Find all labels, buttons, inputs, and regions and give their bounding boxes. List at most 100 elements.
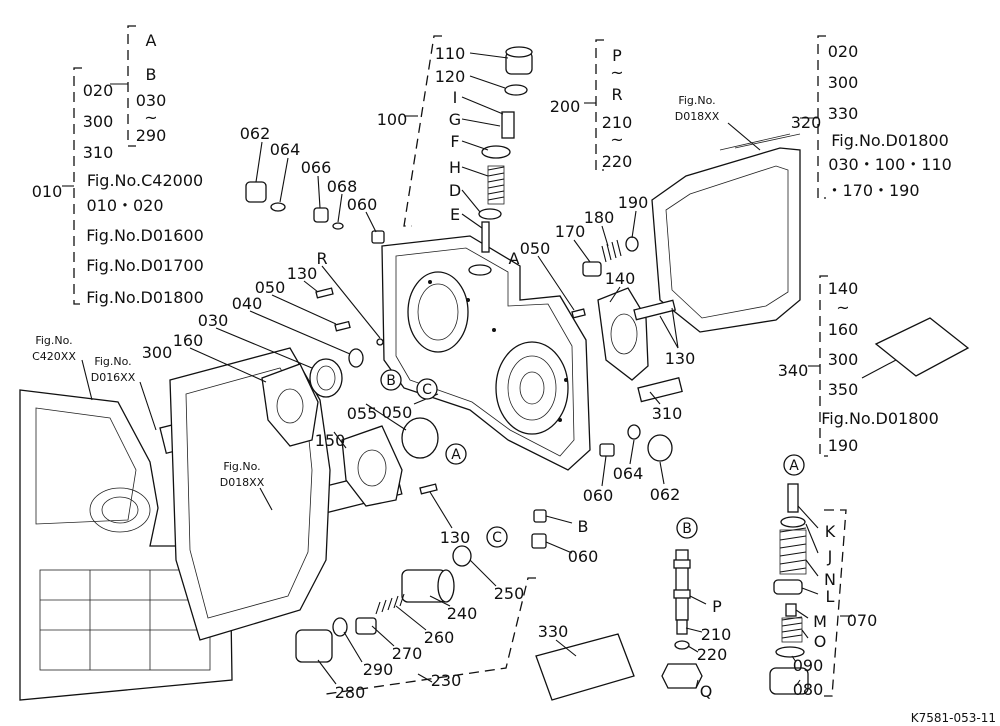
callout-label: G: [449, 110, 461, 129]
callout-label: Q: [700, 682, 713, 701]
callout-label: 290: [136, 126, 167, 145]
rear-transmission-case: [651, 133, 801, 333]
callout-label: 010: [32, 182, 63, 201]
circle-outline: [380, 369, 402, 391]
callout-label: B: [578, 517, 589, 536]
callout-label: 050: [520, 239, 551, 258]
callout-label: 050: [255, 278, 286, 297]
callout-label: M: [813, 612, 827, 631]
callout-label: 220: [697, 645, 728, 664]
callout-label: 090: [793, 656, 824, 675]
callout-label: 064: [270, 140, 301, 159]
gasket-140: [597, 287, 649, 381]
callout-label: 220: [602, 152, 633, 171]
callout-label: R: [611, 85, 622, 104]
callout-label: L: [826, 587, 835, 606]
callout-label: P: [612, 46, 622, 65]
callout-label: 062: [240, 124, 271, 143]
right-fittings: [599, 424, 673, 462]
part-callouts: AB030~290020300310Fig.No.C42000010010・02…: [32, 31, 952, 702]
bushing-055: [401, 417, 439, 459]
callout-label: ・170・190: [826, 181, 919, 200]
leader-lines: [81, 52, 897, 689]
circled-letter: B: [676, 517, 698, 539]
callout-label: 064: [613, 464, 644, 483]
callout-label: 110: [435, 44, 466, 63]
callout-label: 300: [142, 343, 173, 362]
callout-label: 200: [550, 97, 581, 116]
group-braces: [62, 25, 852, 697]
callout-label: 080: [793, 680, 824, 699]
callout-label: 150: [315, 431, 346, 450]
callout-label: Fig.No.C42000: [87, 171, 203, 190]
callout-label: 190: [618, 193, 649, 212]
callout-label: 140: [605, 269, 636, 288]
callout-label: K: [825, 522, 836, 541]
callout-label: 330: [828, 104, 859, 123]
callout-label: 230: [431, 671, 462, 690]
callout-label: 130: [440, 528, 471, 547]
circled-letter-text: B: [682, 521, 692, 537]
callout-label: N: [824, 570, 836, 589]
callout-label: Fig.No.D01700: [86, 256, 204, 275]
callout-label: 350: [828, 380, 859, 399]
circle-outline: [486, 526, 508, 548]
callout-label: 060: [568, 547, 599, 566]
center-housing: [381, 235, 591, 471]
callout-label: 290: [363, 660, 394, 679]
callout-label: B: [146, 65, 157, 84]
callout-label: 100: [377, 110, 408, 129]
front-transmission-case: [19, 389, 233, 701]
circled-letter-text: A: [451, 447, 461, 463]
callout-label: 068: [327, 177, 358, 196]
circled-letter-text: C: [492, 530, 502, 546]
relief-valve-230: [295, 545, 472, 663]
reference-sheet-340: [874, 317, 970, 377]
figure-reference-label: Fig.No.: [678, 94, 715, 107]
callout-label: 066: [301, 158, 332, 177]
figure-reference-label: D016XX: [91, 371, 136, 384]
callout-label: 050: [382, 403, 413, 422]
callout-label: 320: [791, 113, 822, 132]
callout-label: 070: [847, 611, 878, 630]
callout-label: ~: [610, 130, 623, 149]
callout-label: 055: [347, 404, 378, 423]
callout-label: 300: [828, 73, 859, 92]
callout-label: I: [453, 88, 458, 107]
callout-label: 210: [701, 625, 732, 644]
callout-label: 020: [83, 81, 114, 100]
callout-label: 020: [828, 42, 859, 61]
callout-label: 300: [828, 350, 859, 369]
circle-outline: [783, 454, 805, 476]
circle-outline: [445, 443, 467, 465]
circled-letter: B: [380, 369, 402, 391]
callout-label: O: [814, 632, 827, 651]
lower-pin-fitting: [419, 483, 547, 549]
valve-k-group: [769, 483, 809, 695]
callout-label: 330: [538, 622, 569, 641]
callout-label: 120: [435, 67, 466, 86]
callout-label: 060: [347, 195, 378, 214]
callout-label: 030: [198, 311, 229, 330]
circled-letter: C: [486, 526, 508, 548]
circled-letter: A: [445, 443, 467, 465]
callout-label: 270: [392, 644, 423, 663]
callout-label: Fig.No.D01600: [86, 226, 204, 245]
right-shaft-group: [571, 236, 683, 403]
callout-label: 160: [828, 320, 859, 339]
circled-letter-text: C: [422, 382, 432, 398]
callout-label: A: [146, 31, 157, 50]
figure-reference-label: C420XX: [32, 350, 76, 363]
callout-label: E: [450, 205, 460, 224]
gasket-150: [341, 425, 403, 507]
callout-label: 030: [136, 91, 167, 110]
callout-label: ~: [836, 298, 849, 317]
callout-label: 160: [173, 331, 204, 350]
reference-sheet-330: [535, 633, 635, 701]
callout-label: 260: [424, 628, 455, 647]
callout-label: F: [450, 132, 459, 151]
gasket-160: [261, 363, 319, 447]
callout-label: 310: [83, 143, 114, 162]
callout-label: Fig.No.D01800: [86, 288, 204, 307]
